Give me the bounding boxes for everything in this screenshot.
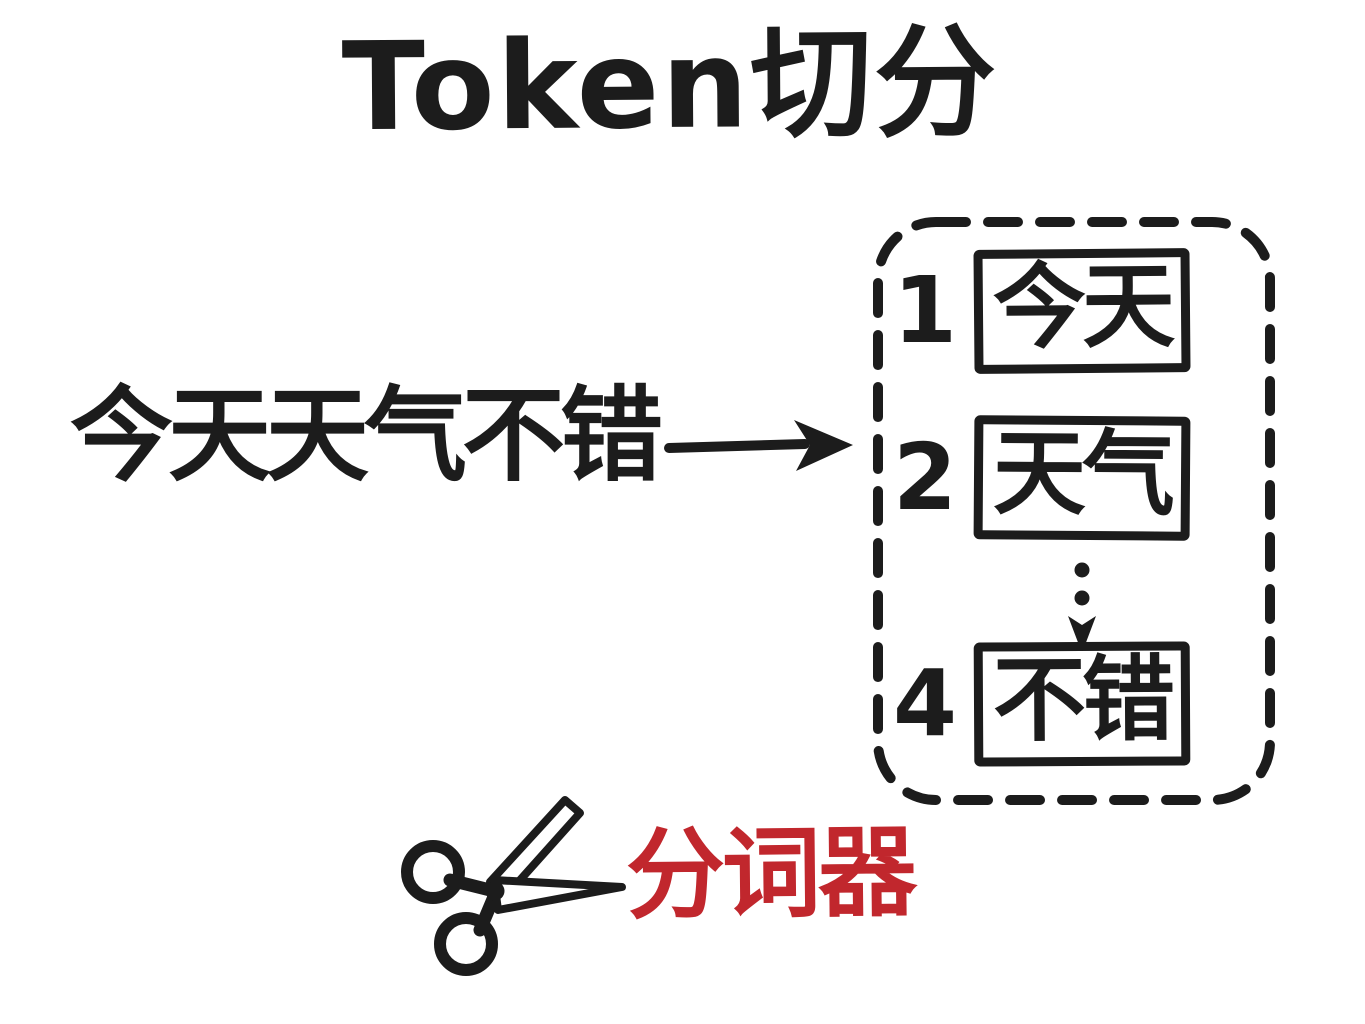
token-index: 4 bbox=[892, 650, 957, 757]
token-row: 4 不错 bbox=[892, 638, 1191, 770]
token-index: 1 bbox=[892, 257, 957, 364]
token-box: 天气 bbox=[973, 415, 1191, 541]
page-title: Token切分 bbox=[341, 11, 999, 159]
token-box: 今天 bbox=[973, 248, 1191, 374]
tokenizer-label: 分词器 bbox=[625, 819, 915, 932]
token-index: 2 bbox=[892, 424, 957, 531]
token-row: 2 天气 bbox=[892, 410, 1191, 546]
token-row: 1 今天 bbox=[892, 246, 1191, 376]
arrow-right-icon bbox=[664, 420, 853, 471]
input-sentence: 今天天气不错 bbox=[70, 380, 663, 494]
scissors-icon bbox=[401, 796, 626, 976]
token-group-dashed-border bbox=[873, 217, 1275, 805]
dotted-arrow-down-icon bbox=[1068, 562, 1096, 653]
token-box: 不错 bbox=[973, 641, 1191, 767]
